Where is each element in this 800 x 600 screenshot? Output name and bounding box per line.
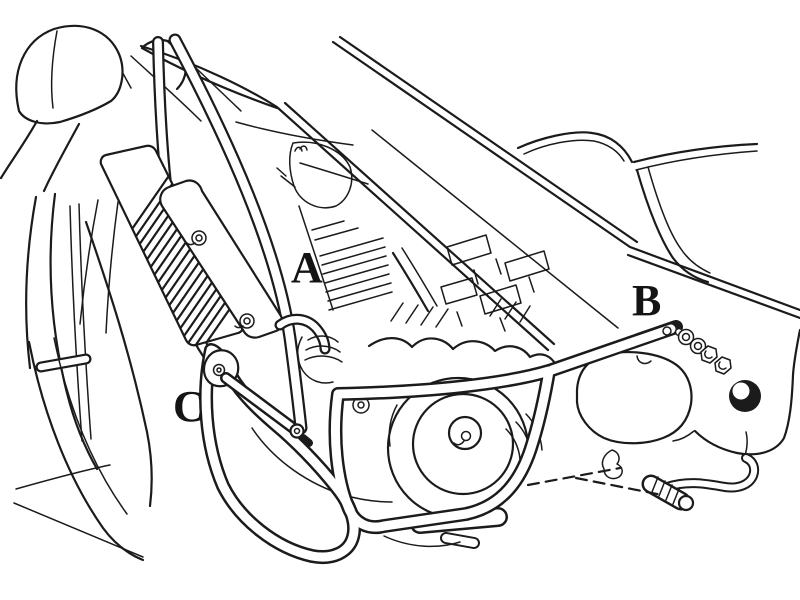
guard-end-bolt-hole xyxy=(662,326,672,336)
cylinder-fins xyxy=(311,220,393,311)
cylinder-opening xyxy=(575,351,693,445)
washer-1 xyxy=(677,328,695,346)
guard-brace xyxy=(220,372,313,447)
callout-label-a: A xyxy=(291,243,323,292)
rear-cylinder-fins xyxy=(390,298,531,328)
oil-pan-edge xyxy=(383,535,461,548)
crankcase-top-edge xyxy=(367,337,558,367)
callouts: A B C xyxy=(173,243,661,431)
nut-1 xyxy=(700,345,718,364)
nut-2 xyxy=(714,356,732,375)
oil-cooler-bracket xyxy=(159,179,284,339)
cover-hub xyxy=(447,415,483,451)
washer-2 xyxy=(689,337,707,355)
stand-tip xyxy=(677,494,695,512)
rear-view-mirror xyxy=(0,24,124,193)
bracket-screw-lower xyxy=(239,313,255,329)
callout-label-b: B xyxy=(632,276,661,325)
right-frame-plate xyxy=(575,328,800,480)
callout-label-c: C xyxy=(173,382,205,431)
oil-cooler xyxy=(99,144,284,347)
engine-guard-crash-bar xyxy=(199,320,683,564)
front-fork-and-fender xyxy=(13,192,153,562)
side-stand-lever xyxy=(641,431,760,512)
mount-bolt-c xyxy=(212,363,226,377)
bracket-screw-upper xyxy=(191,230,207,246)
brace-bolt xyxy=(289,423,305,439)
leader-dashes xyxy=(526,466,664,497)
mounting-hardware-b xyxy=(674,327,732,375)
clamp-piece xyxy=(601,449,623,480)
ribbed-intake-boot xyxy=(296,335,343,384)
valve-cover-details xyxy=(440,234,550,332)
